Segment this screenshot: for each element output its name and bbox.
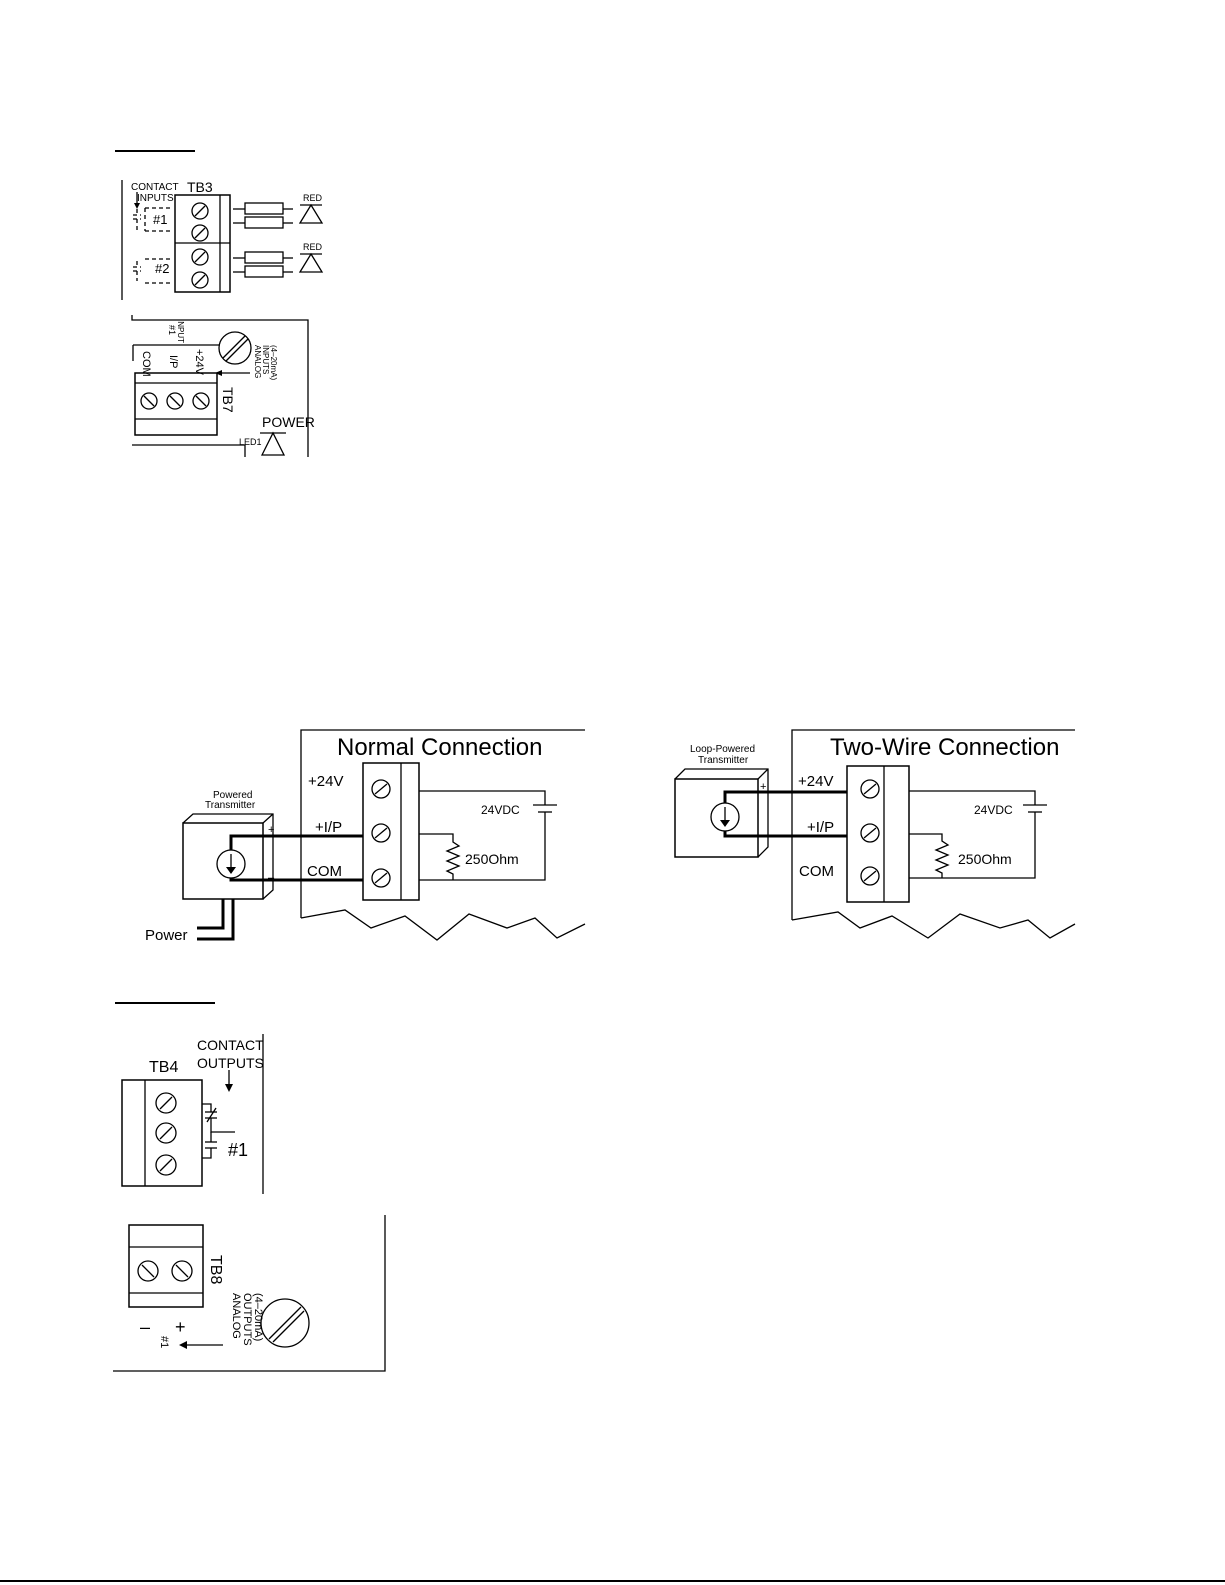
tb3-led-resistor-2 [233, 251, 324, 278]
tb8-plus: + [175, 1317, 186, 1337]
normal-screw-com [371, 868, 391, 888]
tb7-power-led [260, 431, 286, 456]
normal-transmitter-label-1: Powered [213, 790, 252, 801]
tb8-screw-minus [137, 1260, 159, 1282]
tb7-screw-ip [166, 392, 184, 410]
normal-supply-label: 24VDC [481, 803, 520, 817]
tb7-analog-line-3: (4–20mA) [269, 345, 278, 380]
tb7-power-label: POWER [262, 414, 315, 430]
tb8-analog-line-2: OUTPUTS [241, 1293, 253, 1346]
two-wire-loop-powered-transmitter [674, 768, 769, 858]
two-wire-terminal-24v: +24V [798, 773, 833, 790]
normal-terminal-24v: +24V [308, 773, 343, 790]
tb7-block-label: TB7 [220, 387, 236, 413]
two-wire-screw-ip [860, 823, 880, 843]
two-wire-connection-diagram: Two-Wire Connection +24V +I/P COM 24VDC … [674, 729, 1076, 939]
tb3-screw-2 [191, 224, 209, 242]
tb3-contact-label-2: INPUTS [137, 193, 174, 204]
tb8-analog-screw [260, 1298, 310, 1348]
tb3-led-resistor-1 [233, 202, 324, 229]
normal-terminal-com: COM [307, 863, 342, 880]
tb4-contact-label-1: CONTACT [197, 1037, 264, 1053]
tb3-screw-1 [191, 202, 209, 220]
tb4-block-label: TB4 [149, 1059, 178, 1076]
two-wire-supply-label: 24VDC [974, 803, 1013, 817]
two-wire-resistor-label: 250Ohm [958, 851, 1012, 867]
tb3-screw-4 [191, 271, 209, 289]
section-rule-middle [115, 1002, 215, 1004]
tb3-contact-inputs-diagram: CONTACT INPUTS TB3 #1 #2 RED RED [121, 179, 324, 300]
normal-connection-diagram: Normal Connection +24V +I/P COM 24VDC 25… [145, 729, 586, 944]
tb3-input-1: #1 [153, 212, 167, 227]
two-wire-resistor-250ohm [909, 833, 950, 878]
section-rule-top [115, 150, 195, 152]
tb7-terminal-com: COM [140, 351, 152, 377]
tb8-minus: – [140, 1317, 150, 1337]
tb4-screw-1 [155, 1092, 177, 1114]
tb8-block-label: TB8 [207, 1255, 224, 1284]
normal-power-leads [197, 899, 235, 941]
two-wire-transmitter-label-1: Loop-Powered [690, 744, 755, 755]
normal-supply-24vdc [419, 790, 557, 881]
normal-terminal-ip: +I/P [315, 819, 342, 836]
tb4-relay-contacts [202, 1103, 235, 1159]
two-wire-supply-24vdc [909, 790, 1047, 879]
two-wire-transmitter-label-2: Transmitter [698, 755, 749, 766]
tb7-analog-inputs-diagram: COM I/P +24V TB7 INPUT #1 ANALOG INPUTS … [131, 315, 315, 457]
tb4-contact-label-2: OUTPUTS [197, 1055, 264, 1071]
normal-transmitter-label-2: Transmitter [205, 800, 256, 811]
two-wire-screw-com [860, 866, 880, 886]
tb7-terminal-24v: +24V [193, 349, 205, 376]
two-wire-title: Two-Wire Connection [830, 734, 1059, 761]
tb7-analog-line-2: INPUTS [261, 345, 270, 374]
tb4-contact-outputs-diagram: CONTACT OUTPUTS TB4 #1 [121, 1034, 264, 1194]
normal-transmitter-plus: + [268, 824, 274, 836]
tb7-screw-24v [192, 392, 210, 410]
tb8-analog-line-3: (4–20mA) [252, 1293, 264, 1341]
normal-title: Normal Connection [337, 734, 542, 761]
tb3-block-label: TB3 [187, 179, 213, 195]
two-wire-terminal-ip: +I/P [807, 819, 834, 836]
tb7-input-label-2: #1 [167, 325, 177, 335]
normal-power-label: Power [145, 927, 188, 944]
tb8-analog-line-1: ANALOG [230, 1293, 242, 1339]
two-wire-screw-24v [860, 779, 880, 799]
normal-transmitter-minus: – [268, 872, 275, 884]
tb3-led-1-label: RED [303, 193, 323, 203]
normal-screw-ip [371, 823, 391, 843]
normal-screw-24v [371, 779, 391, 799]
tb7-led-label: LED1 [239, 437, 262, 447]
tb8-output-1: #1 [158, 1336, 170, 1348]
tb4-screw-3 [155, 1154, 177, 1176]
tb4-screw-2 [155, 1122, 177, 1144]
tb7-terminal-ip: I/P [167, 355, 179, 368]
normal-resistor-250ohm [419, 833, 461, 880]
tb3-led-2-label: RED [303, 242, 323, 252]
two-wire-transmitter-plus: + [760, 781, 766, 793]
normal-powered-transmitter [182, 813, 274, 900]
tb8-screw-plus [171, 1260, 193, 1282]
normal-resistor-label: 250Ohm [465, 851, 519, 867]
tb7-analog-screw [218, 331, 252, 365]
tb3-contact-label-1: CONTACT [131, 182, 179, 193]
tb7-analog-line-1: ANALOG [253, 345, 262, 378]
tb3-input-2: #2 [155, 261, 169, 276]
two-wire-terminal-com: COM [799, 863, 834, 880]
tb7-screw-com [140, 392, 158, 410]
tb4-output-1: #1 [228, 1140, 248, 1160]
tb7-input-label-1: INPUT [176, 319, 185, 343]
page-bottom-rule [0, 1580, 1225, 1582]
tb3-screw-3 [191, 248, 209, 266]
tb8-analog-outputs-diagram: TB8 – + #1 ANALOG OUTPUTS (4–20mA) [113, 1215, 386, 1372]
